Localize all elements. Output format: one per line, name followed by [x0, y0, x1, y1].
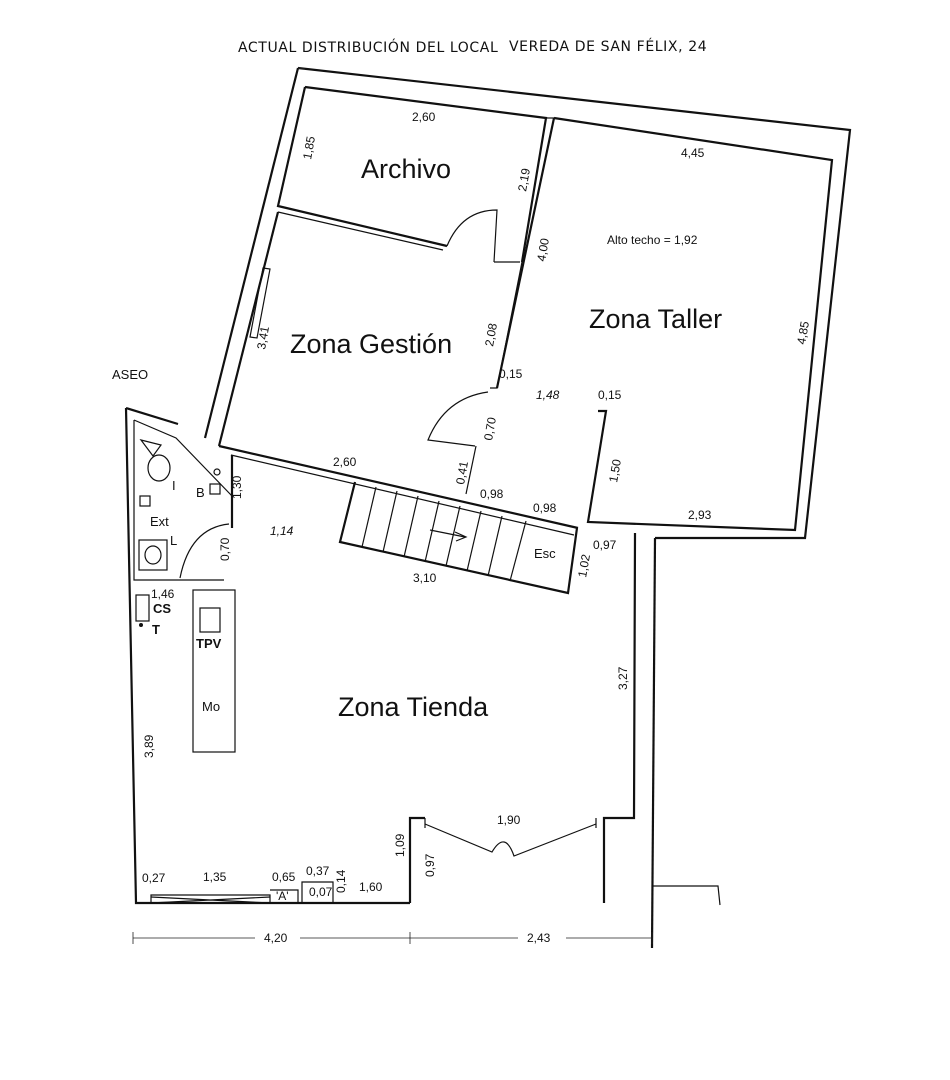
dim-archivo-top: 2,60 — [412, 110, 436, 124]
label-ext: Ext — [150, 514, 169, 529]
dim-293: 2,93 — [688, 508, 712, 522]
label-b: B — [196, 485, 205, 500]
label-tpv: TPV — [196, 636, 222, 651]
dim-stair-bottom: 3,10 — [413, 571, 437, 585]
dim-gap-015-b: 0,15 — [598, 388, 622, 402]
label-l: L — [170, 533, 177, 548]
dim-114: 1,14 — [270, 524, 294, 538]
dim-102: 1,02 — [575, 553, 593, 579]
dim-taller-top: 4,45 — [681, 146, 705, 160]
dim-130: 1,30 — [230, 475, 244, 499]
gestion-tienda-wall — [218, 444, 579, 536]
aseo-room — [133, 419, 233, 581]
room-archivo: Archivo — [361, 154, 451, 184]
dim-041: 0,41 — [453, 460, 471, 486]
staircase — [338, 481, 579, 595]
dim-archivo-left: 1,85 — [300, 135, 318, 161]
upper-block-walls — [203, 66, 852, 540]
dim-148: 1,48 — [536, 388, 560, 402]
dim-065: 0,65 — [272, 870, 296, 884]
label-esc: Esc — [534, 546, 556, 561]
dim-taller-right: 4,85 — [794, 320, 812, 346]
label-a: 'A' — [276, 889, 289, 903]
dim-150: 1,50 — [606, 458, 624, 484]
dim-014: 0,14 — [334, 869, 348, 893]
dim-109: 1,09 — [393, 833, 407, 857]
dim-archivo-right: 2,19 — [515, 167, 533, 193]
dim-door-070-b: 0,70 — [481, 416, 499, 442]
dim-total-left: 4,20 — [264, 931, 288, 945]
dim-097-b: 0,97 — [423, 853, 437, 877]
dim-097: 0,97 — [593, 538, 617, 552]
room-gestion: Zona Gestión — [290, 329, 452, 359]
room-taller: Zona Taller — [589, 304, 722, 334]
header-address: VEREDA DE SAN FÉLIX, 24 — [509, 38, 707, 55]
dim-027: 0,27 — [142, 871, 166, 885]
note-ceiling-height: Alto techo = 1,92 — [607, 233, 698, 247]
label-aseo: ASEO — [112, 367, 148, 382]
label-cs: CS — [153, 601, 171, 616]
overall-dimension-line — [132, 932, 653, 944]
dim-098-b: 0,98 — [533, 501, 557, 515]
label-t: T — [152, 622, 160, 637]
dim-160: 1,60 — [359, 880, 383, 894]
dim-gap-015-a: 0,15 — [499, 367, 523, 381]
dim-stair-top: 2,60 — [333, 455, 357, 469]
dim-007: 0,07 — [309, 885, 333, 899]
dim-037: 0,37 — [306, 864, 330, 878]
dim-gestion-right: 2,08 — [482, 322, 500, 348]
dim-total-right: 2,43 — [527, 931, 551, 945]
dim-098-a: 0,98 — [480, 487, 504, 501]
label-i: I — [172, 478, 176, 493]
dim-135: 1,35 — [203, 870, 227, 884]
room-tienda: Zona Tienda — [338, 692, 489, 722]
dim-389: 3,89 — [142, 734, 156, 758]
gestion-room — [217, 211, 523, 495]
dim-door-070-a: 0,70 — [218, 537, 232, 561]
dim-gestion-left: 3,41 — [254, 325, 272, 351]
bottom-wall-details — [150, 881, 334, 904]
dim-taller-left: 4,00 — [534, 237, 552, 263]
dim-146: 1,46 — [151, 587, 175, 601]
dim-327: 3,27 — [616, 666, 630, 690]
header-title: ACTUAL DISTRIBUCIÓN DEL LOCAL — [238, 38, 498, 56]
counter — [135, 589, 236, 753]
label-mo: Mo — [202, 699, 220, 714]
dim-190: 1,90 — [497, 813, 521, 827]
